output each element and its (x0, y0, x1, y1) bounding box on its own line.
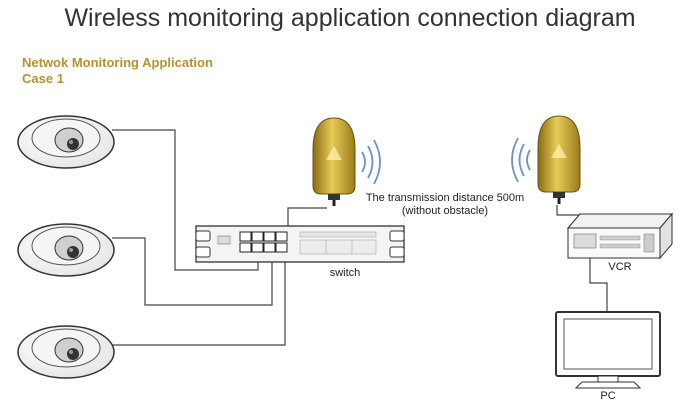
dome-camera-icon (17, 115, 115, 169)
pc-monitor-icon (555, 311, 661, 389)
diagram-title: Wireless monitoring application connecti… (64, 4, 636, 32)
vcr-icon (566, 212, 674, 260)
cable-bridge-left (287, 207, 327, 232)
pc-label: PC (600, 390, 616, 402)
switch-ports (239, 231, 288, 253)
signal-wave-icon (511, 137, 531, 183)
application-heading: Netwok Monitoring Application (22, 55, 213, 70)
cable-vcr-pc (589, 258, 608, 312)
dome-camera-icon (17, 223, 115, 277)
wireless-bridge-icon (537, 115, 581, 204)
cable-camera2 (112, 237, 273, 306)
vcr-label: VCR (608, 261, 632, 273)
transmission-distance-text: The transmission distance 500m (365, 192, 525, 204)
switch-icon (195, 225, 405, 263)
switch-label: switch (329, 267, 361, 279)
transmission-condition-text: (without obstacle) (401, 205, 489, 217)
dome-camera-icon (17, 325, 115, 379)
case-heading: Case 1 (22, 71, 64, 86)
cable-camera3 (112, 240, 286, 346)
wireless-bridge-icon (312, 117, 356, 206)
signal-wave-icon (361, 139, 381, 185)
